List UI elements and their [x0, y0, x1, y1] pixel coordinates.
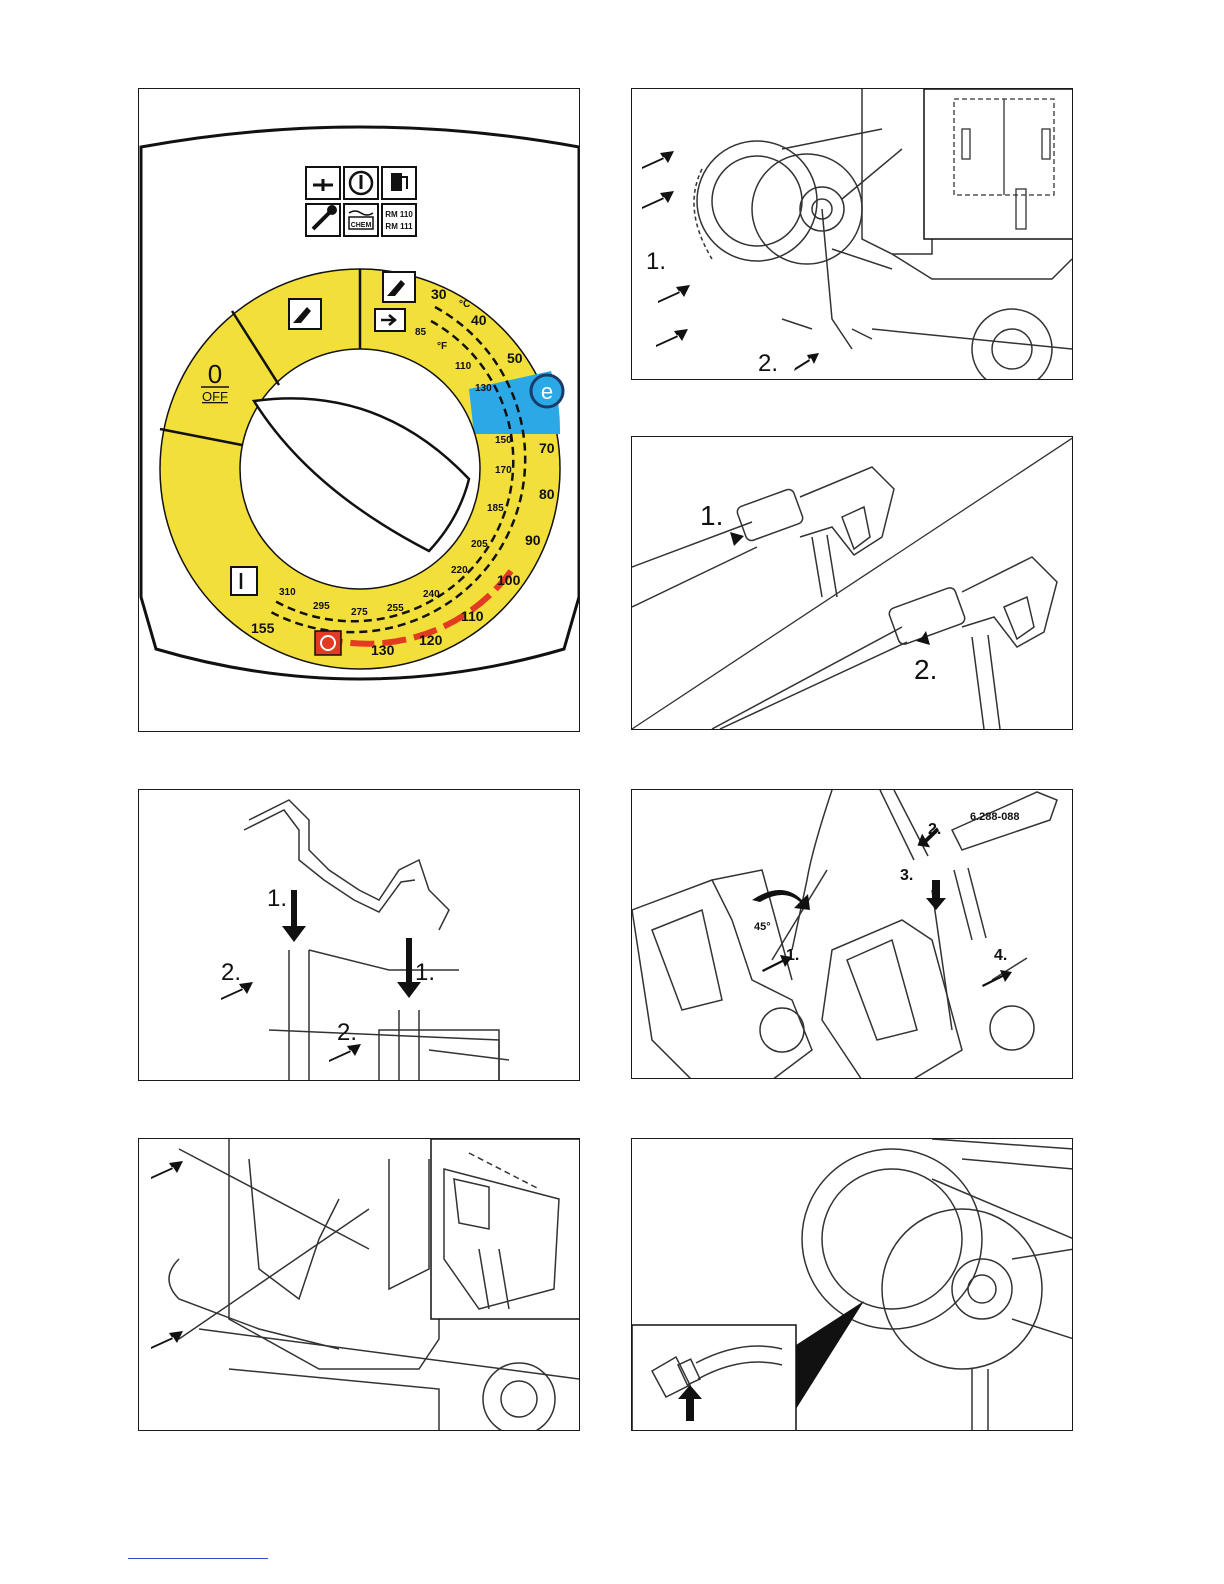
c-tick-100: 100 [497, 572, 521, 588]
c-tick-30: 30 [431, 286, 447, 302]
c-tick-50: 50 [507, 350, 523, 366]
footer-link-underline [128, 1558, 268, 1559]
gun-step-4: 4. [994, 947, 1007, 964]
rotate-arrow [752, 890, 810, 910]
lance-panel: 1. 2. [631, 436, 1073, 730]
gun-step-2: 2. [928, 821, 941, 838]
gun-hose-panel: 1. 2. 3. 4. 45° 6.288-088 [631, 789, 1073, 1079]
chem-label: CHEM [351, 222, 372, 229]
temperature-dial: e 0 OFF °C °F 30 40 50 70 80 90 100 110 … [160, 269, 563, 669]
hose-reel-illustration: 1. 2. [632, 89, 1073, 380]
f-tick-240: 240 [423, 589, 440, 600]
handle-step-1b: 1. [415, 959, 435, 986]
f-tick-185: 185 [487, 503, 504, 514]
c-tick-70: 70 [539, 440, 555, 456]
f-tick-255: 255 [387, 603, 404, 614]
c-tick-80: 80 [539, 486, 555, 502]
control-panel-illustration: CHEM RM 110 RM 111 [139, 89, 580, 732]
f-tick-85: 85 [415, 327, 427, 338]
c-tick-40: 40 [471, 312, 487, 328]
hose-reel-panel: 1. 2. [631, 88, 1073, 380]
handle-step-2a: 2. [221, 959, 241, 986]
steam-thermometer-icon [231, 567, 257, 595]
hose-reel-drum [697, 141, 817, 261]
lance-illustration: 1. 2. [632, 437, 1073, 730]
gun-hose-illustration: 1. 2. 3. 4. 45° 6.288-088 [632, 790, 1073, 1079]
c-tick-155: 155 [251, 620, 275, 636]
twist-arrow [902, 607, 930, 645]
f-tick-110: 110 [455, 361, 472, 372]
gun-step-1: 1. [786, 947, 799, 964]
rm-label-1: RM 110 [385, 210, 413, 219]
handle-panel: 1. 1. 2. 2. [138, 789, 580, 1081]
f-tick-130: 130 [475, 383, 492, 394]
f-tick-295: 295 [313, 601, 330, 612]
dial-panel: CHEM RM 110 RM 111 [138, 88, 580, 732]
steam-mode-icon [315, 631, 341, 655]
part-number: 6.288-088 [970, 811, 1020, 823]
c-tick-130: 130 [371, 642, 395, 658]
c-tick-120: 120 [419, 632, 443, 648]
lance-step-2: 2. [914, 654, 937, 685]
down-arrow-1 [282, 926, 306, 942]
c-tick-110: 110 [461, 608, 484, 624]
f-tick-275: 275 [351, 607, 368, 618]
reel-step-2: 2. [758, 350, 778, 377]
c-tick-90: 90 [525, 532, 541, 548]
f-tick-170: 170 [495, 465, 512, 476]
off-label: OFF [202, 389, 228, 404]
f-tick-220: 220 [451, 565, 468, 576]
holder-illustration [139, 1139, 580, 1431]
off-value: 0 [208, 359, 222, 389]
holder-panel [138, 1138, 580, 1431]
detail-inset [924, 89, 1073, 239]
reel-hose-panel [631, 1138, 1073, 1431]
wheel [483, 1363, 555, 1431]
unit-celsius: °C [459, 299, 470, 310]
handle-illustration: 1. 1. 2. 2. [139, 790, 580, 1081]
unit-fahrenheit: °F [437, 341, 447, 352]
push-arrow [702, 532, 744, 547]
reel-step-1: 1. [646, 248, 666, 275]
angle-label: 45° [754, 921, 771, 933]
trigger-gun-left [632, 880, 812, 1079]
f-tick-150: 150 [495, 435, 512, 446]
reel-hose-illustration [632, 1139, 1073, 1431]
gun-step-3: 3. [900, 867, 913, 884]
eco-badge-label: e [541, 379, 553, 404]
rm-label-2: RM 111 [385, 222, 413, 231]
lance-step-1: 1. [700, 500, 723, 531]
f-tick-310: 310 [279, 587, 296, 598]
trigger-gun-right [822, 920, 962, 1079]
handle-step-1a: 1. [267, 885, 287, 912]
handle-step-2b: 2. [337, 1019, 357, 1046]
f-tick-205: 205 [471, 539, 488, 550]
screw-arrows [642, 151, 819, 371]
callout-pointer [796, 1301, 864, 1409]
